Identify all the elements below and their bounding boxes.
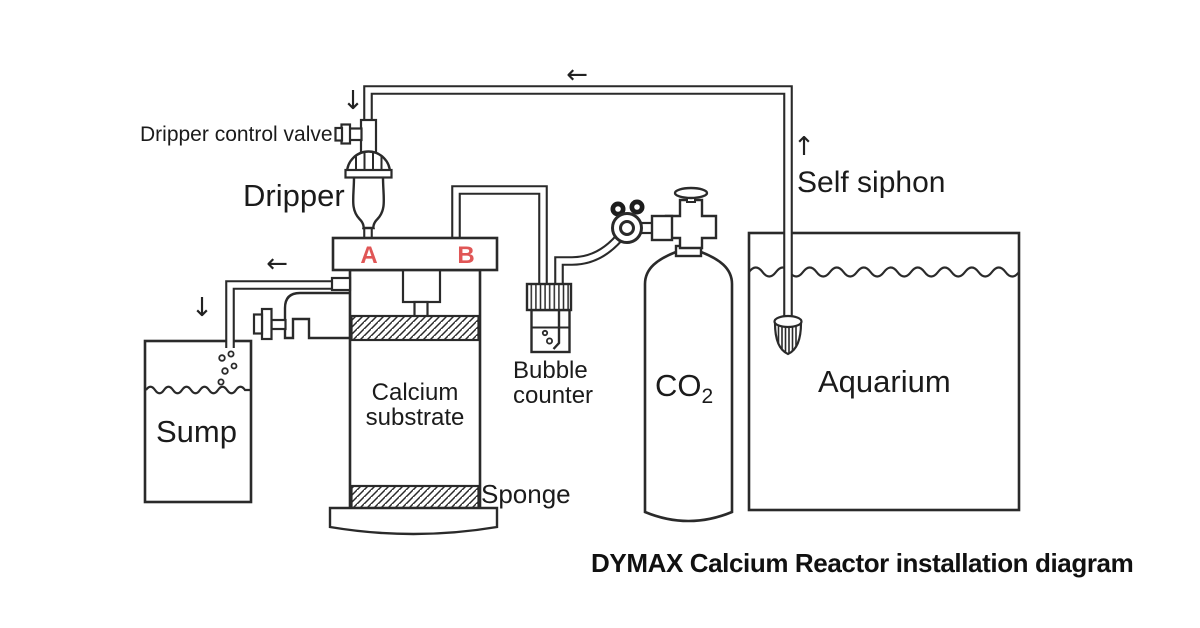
reactor-base	[328, 506, 499, 536]
siphon-strainer-icon	[773, 314, 803, 356]
feed-pump-fitting	[252, 291, 350, 341]
self-siphon-label: Self siphon	[797, 166, 946, 199]
reactor-vessel	[328, 236, 499, 536]
bubble-counter-inner-tube	[552, 310, 561, 350]
co2-label: CO2	[655, 368, 713, 409]
flow-arrow-down-icon: ↓	[342, 86, 364, 116]
sump-label: Sump	[156, 414, 237, 449]
dripper-control-valve	[334, 118, 378, 156]
cylinder-valve-wheel	[673, 186, 709, 200]
cylinder-valve-cross	[664, 198, 718, 250]
co2-label-subscript: 2	[701, 385, 714, 409]
tube-return-line	[363, 85, 793, 316]
flow-arrow-up-icon: ↑	[793, 132, 815, 162]
bubble-counter-cap	[525, 282, 573, 312]
flow-arrow-left-icon: ←	[266, 249, 288, 279]
tube-regulator-to-counter	[554, 234, 623, 292]
aquarium-water-line	[748, 266, 1020, 278]
calcium-substrate-label: Calcium substrate	[365, 379, 465, 431]
sponge-lower	[350, 484, 480, 510]
sump-tank	[143, 339, 253, 504]
co2-regulator	[610, 199, 674, 244]
co2-label-main: CO	[655, 368, 702, 403]
sponge-label: Sponge	[481, 479, 571, 509]
dripper-control-valve-label: Dripper control valve	[140, 123, 333, 146]
tube-effluent-to-sump	[225, 280, 342, 348]
reactor-pump-stem	[413, 300, 429, 319]
co2-cylinder	[643, 186, 734, 523]
aquarium-label: Aquarium	[818, 364, 951, 399]
reactor-port-a-label: A	[360, 242, 378, 269]
bubble	[541, 329, 549, 337]
dripper-chamber	[351, 175, 386, 230]
flow-arrow-down-icon: ↓	[191, 293, 213, 323]
diagram-title: DYMAX Calcium Reactor installation diagr…	[591, 548, 1134, 578]
bubble-counter-label: Bubble counter	[513, 357, 594, 409]
bubble	[546, 337, 554, 345]
sponge-upper	[350, 314, 480, 342]
dripper-body	[344, 150, 393, 230]
droplets-icon	[217, 350, 238, 386]
reactor-port-b-label: B	[457, 242, 475, 269]
effluent-connector	[330, 276, 352, 292]
flow-arrow-left-icon: ←	[566, 60, 588, 90]
reactor-top-plate	[331, 236, 499, 272]
bubble-counter	[525, 282, 573, 354]
sump-water-line	[145, 385, 250, 395]
tube-port-b-to-counter	[451, 185, 548, 292]
aquarium-tank	[747, 231, 1021, 512]
dripper-label: Dripper	[243, 178, 345, 213]
reactor-pump-block	[401, 268, 442, 304]
